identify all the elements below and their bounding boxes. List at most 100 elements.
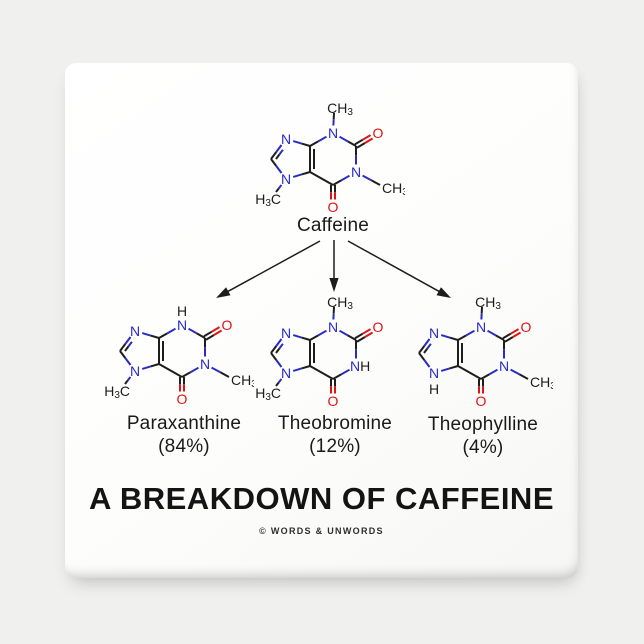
atom-label-N7: N (281, 131, 291, 147)
bond-N1-C6 (189, 366, 199, 374)
atom-label-O2: O (373, 125, 384, 141)
bond-N7-C8 (127, 341, 133, 348)
paraxanthine-structure: NNNNOOHCH3H3C (104, 287, 257, 412)
atom-label-N1: N (351, 164, 361, 180)
bond-N9-BL (277, 378, 283, 384)
bond-C4-N7 (141, 332, 151, 337)
bond-N3-C2 (196, 332, 206, 339)
bond-C8-N9 (418, 352, 426, 361)
bond-N3-C2 (495, 334, 505, 341)
bond-N9-BL (277, 184, 283, 190)
bond-C4-N7 (150, 334, 160, 339)
atom-label-N3: N (328, 319, 338, 335)
bond-N9-C5 (301, 365, 311, 370)
theobromine-percent: (12%) (309, 436, 361, 457)
page-title: A BREAKDOWN OF CAFFEINE (89, 481, 554, 516)
bond-N1-C6 (340, 368, 350, 376)
bond-C6-C5 (158, 363, 183, 378)
bond-N7-C8 (275, 153, 281, 160)
bond-N7-C8 (275, 338, 283, 347)
bond-C2-O2 (362, 328, 372, 335)
atom-label-O6: O (177, 391, 188, 407)
bond-N7-C8 (124, 336, 132, 345)
bond-N9-C5 (440, 367, 450, 372)
arrow-head-1 (329, 278, 339, 292)
atom-label-N3: N (476, 319, 486, 335)
bond-C2-O2 (356, 142, 366, 149)
bond-C2-O2 (356, 336, 366, 343)
atom-label-T: CH3 (327, 294, 353, 312)
atom-label-T: CH3 (327, 100, 353, 118)
bond-N3-C2 (347, 140, 357, 147)
bond-N9-BL (124, 379, 129, 385)
bond-N1-C6 (488, 368, 498, 376)
atom-label-T: CH3 (475, 294, 501, 312)
bond-C4-N7 (449, 336, 459, 341)
bond-C2-O2 (364, 137, 374, 144)
bond-N7-C8 (270, 345, 278, 354)
bond-C2-O2 (354, 332, 364, 340)
bond-N7-C8 (275, 144, 283, 153)
bond-C2-O2 (354, 138, 364, 146)
bond-C4-N3 (465, 329, 475, 337)
bond-C2-O2 (502, 332, 512, 340)
arrow-line-0 (225, 240, 321, 294)
bond-N9-C5 (141, 365, 151, 370)
atom-label-O6: O (476, 393, 487, 409)
bond-N7-C8 (418, 345, 426, 354)
bond-N1-C6 (332, 373, 342, 380)
atom-label-N9: N (281, 171, 291, 187)
atom-label-O2: O (222, 317, 233, 333)
bond-C8-N9 (275, 359, 283, 368)
bond-C4-N3 (309, 334, 319, 341)
theobromine-label: Theobromine (277, 413, 393, 434)
bond-C4-N7 (301, 142, 311, 147)
bond-N9-C5 (449, 365, 459, 370)
bond-C4-N3 (457, 334, 467, 341)
arrow-head-0 (216, 287, 231, 298)
bond-N7-C8 (119, 343, 127, 352)
caffeine-label: Caffeine (296, 215, 370, 236)
caffeine-structure: NNNNOOCH3CH3H3C (255, 95, 408, 220)
bond-N1-R (370, 179, 381, 186)
bond-C4-N7 (292, 140, 302, 145)
bond-N9-BL (275, 187, 280, 193)
bond-N1-R (518, 373, 529, 380)
bond-N3-C2 (487, 329, 497, 337)
bond-N9-C5 (292, 173, 302, 178)
atom-label-N7: N (429, 325, 439, 341)
atom-label-N9: N (429, 365, 439, 381)
atom-label-HT: H (177, 303, 187, 319)
bond-N3-C2 (188, 327, 198, 335)
bond-N1-C6 (480, 373, 490, 380)
bond-C2-O2 (213, 329, 223, 336)
credit-line: © WORDS & UNWORDS (259, 526, 384, 536)
bond-C2-O2 (211, 326, 221, 333)
bond-N7-C8 (426, 343, 432, 350)
bond-N7-C8 (275, 347, 281, 354)
bond-N1-C6 (340, 174, 350, 182)
atom-label-O2: O (521, 319, 532, 335)
bond-N1-C6 (332, 179, 342, 186)
bond-N1-C6 (181, 371, 191, 378)
bond-N7-C8 (124, 345, 130, 352)
atom-label-N1: NH (350, 358, 370, 374)
bond-N1-R (510, 368, 520, 376)
theophylline-skeletal-formula: NNNNOOCH3CH3H (418, 294, 556, 409)
arrow-line-2 (347, 240, 442, 294)
bond-C2-O2 (362, 134, 372, 141)
bond-N9-C5 (150, 363, 160, 368)
arrow-head-2 (436, 287, 451, 298)
atom-label-N9: N (130, 363, 140, 379)
bond-C4-N7 (440, 334, 450, 339)
bond-C4-N3 (317, 329, 327, 337)
bond-C4-N3 (309, 140, 319, 147)
atom-label-R: CH3 (530, 374, 553, 392)
bond-C8-N9 (423, 359, 431, 368)
metabolism-arrows (216, 240, 451, 298)
bond-N7-C8 (278, 343, 284, 350)
atom-label-N7: N (281, 325, 291, 341)
